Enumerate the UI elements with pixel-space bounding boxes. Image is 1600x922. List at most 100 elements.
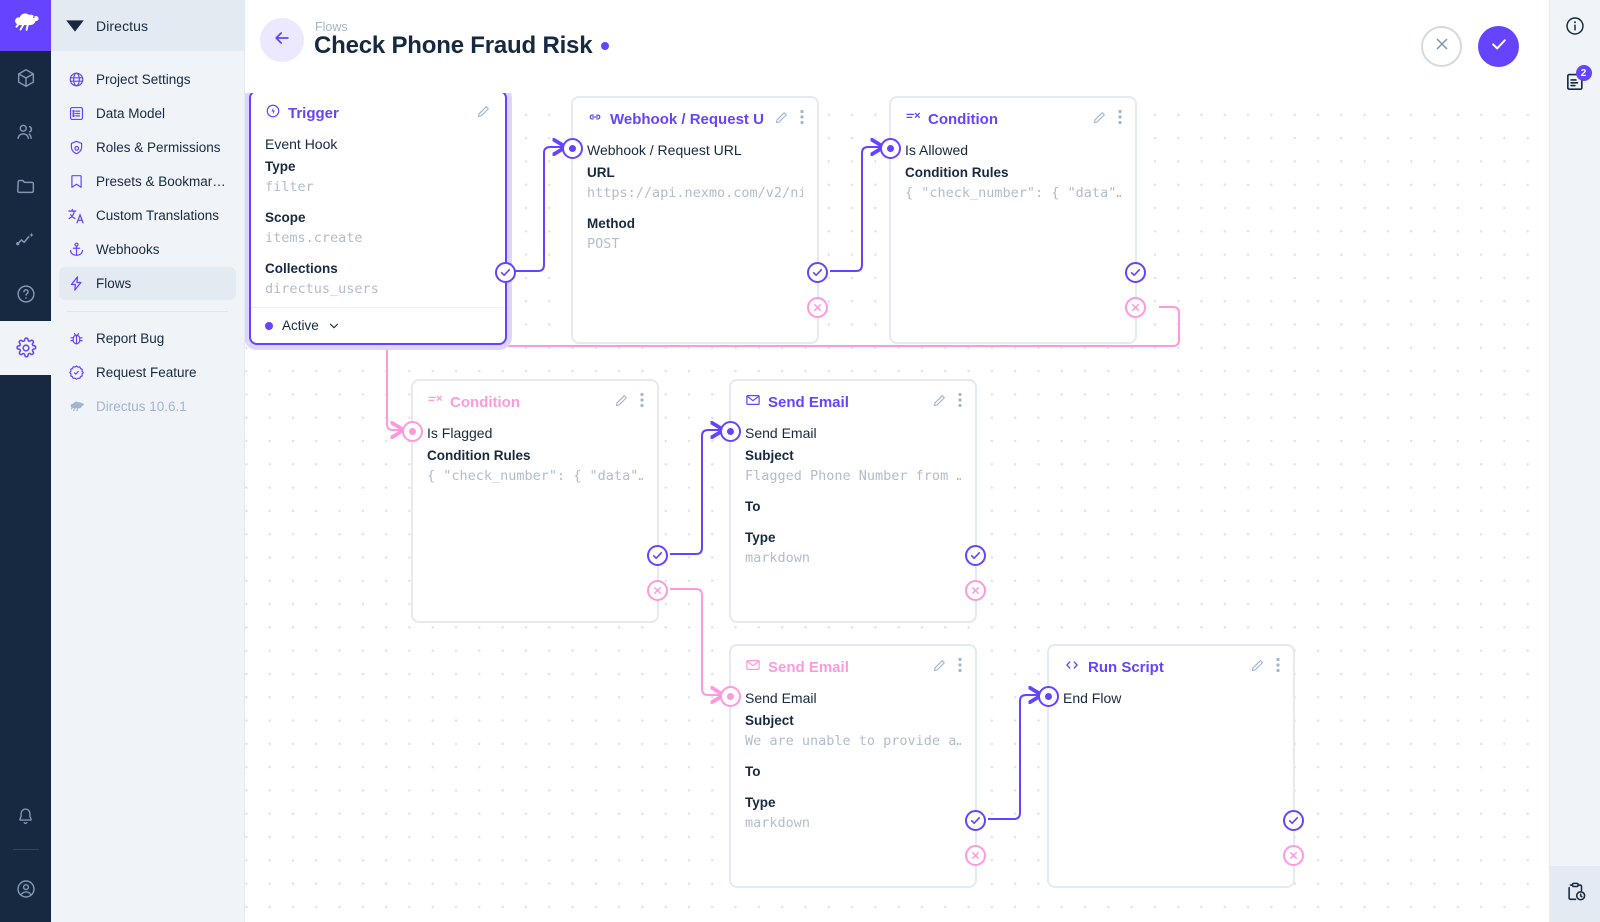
directus-rabbit-logo-icon <box>12 9 40 42</box>
flow-history-button[interactable] <box>1550 866 1600 922</box>
sidebar-item-presets-bookmarks[interactable]: Presets & Bookmar… <box>59 165 236 198</box>
port-reject[interactable] <box>965 845 986 866</box>
shield-account-icon <box>67 139 85 157</box>
sidebar-item-flows[interactable]: Flows <box>59 267 236 300</box>
page-title: Check Phone Fraud Risk <box>314 32 593 59</box>
pencil-icon[interactable] <box>932 657 948 678</box>
sidebar-item-project-settings[interactable]: Project Settings <box>59 63 236 96</box>
flow-node-condition-is-allowed[interactable]: Condition Is Allowed Condition Rules { "… <box>880 96 1146 344</box>
node-type-title: Trigger <box>265 103 469 123</box>
directus-logo-button[interactable] <box>0 0 51 51</box>
more-vert-icon[interactable] <box>640 392 644 413</box>
node-header-actions <box>1250 657 1280 678</box>
settings-nav-list: Project Settings Data Model Roles & Perm… <box>51 51 244 423</box>
sidebar-item-roles-permissions[interactable]: Roles & Permissions <box>59 131 236 164</box>
port-success[interactable] <box>1283 810 1304 831</box>
port-input[interactable] <box>562 138 583 159</box>
node-operation-name: Send Email <box>745 690 817 706</box>
save-button[interactable] <box>1478 26 1519 67</box>
node-field-value: markdown <box>745 550 811 566</box>
node-header-actions <box>476 103 492 124</box>
logs-badge-count: 2 <box>1575 65 1592 81</box>
flow-logs-button[interactable]: 2 <box>1550 56 1600 112</box>
pencil-icon[interactable] <box>614 392 630 413</box>
node-header: Run Script <box>1049 646 1293 688</box>
pencil-icon[interactable] <box>476 103 492 124</box>
notifications-button[interactable] <box>0 789 51 843</box>
node-field-value: We are unable to provide a… <box>745 733 961 749</box>
node-header: Send Email <box>731 381 975 423</box>
info-button[interactable] <box>1550 0 1600 56</box>
port-reject[interactable] <box>1283 845 1304 866</box>
breadcrumb[interactable]: Flows <box>315 20 348 34</box>
node-operation-name: Is Flagged <box>427 425 493 441</box>
port-reject[interactable] <box>1125 297 1146 318</box>
port-success[interactable] <box>807 262 828 283</box>
pencil-icon[interactable] <box>1092 109 1108 130</box>
flow-node-condition-is-flagged[interactable]: Condition Is Flagged Condition Rules { "… <box>402 379 668 623</box>
more-vert-icon[interactable] <box>958 657 962 678</box>
node-field-label: To <box>745 499 761 514</box>
flow-node-send-email-unable[interactable]: Send Email Send Email Subject We are una… <box>720 644 986 888</box>
anchor-icon <box>67 241 85 259</box>
port-success[interactable] <box>647 545 668 566</box>
bell-icon <box>15 806 36 827</box>
node-field-label: Method <box>587 216 635 231</box>
sidebar-item-data-model[interactable]: Data Model <box>59 97 236 130</box>
port-input[interactable] <box>720 421 741 442</box>
flow-node-trigger[interactable]: Trigger Event Hook Type filter Scope ite… <box>249 90 516 345</box>
more-vert-icon[interactable] <box>800 109 804 130</box>
port-input[interactable] <box>720 686 741 707</box>
pencil-icon[interactable] <box>774 109 790 130</box>
more-vert-icon[interactable] <box>1118 109 1122 130</box>
flow-node-run-script[interactable]: Run Script End Flow <box>1038 644 1304 888</box>
module-files[interactable] <box>0 159 51 213</box>
sidebar-item-request-feature[interactable]: Request Feature <box>59 356 236 389</box>
flow-node-webhook[interactable]: Webhook / Request U Webhook / Request UR… <box>562 96 828 344</box>
node-header: Webhook / Request U <box>573 98 817 140</box>
port-reject[interactable] <box>647 580 668 601</box>
cancel-button[interactable] <box>1421 26 1462 67</box>
pencil-icon[interactable] <box>1250 657 1266 678</box>
more-vert-icon[interactable] <box>958 392 962 413</box>
project-name: Directus <box>96 17 149 34</box>
module-settings[interactable] <box>0 321 51 375</box>
port-success[interactable] <box>965 545 986 566</box>
port-success[interactable] <box>1125 262 1146 283</box>
port-success[interactable] <box>495 262 516 283</box>
pencil-icon[interactable] <box>932 392 948 413</box>
sidebar-divider <box>67 311 228 312</box>
back-button[interactable] <box>260 18 304 62</box>
port-input[interactable] <box>880 138 901 159</box>
module-help[interactable] <box>0 267 51 321</box>
sidebar-item-report-bug[interactable]: Report Bug <box>59 322 236 355</box>
sidebar-item-label: Data Model <box>96 106 166 121</box>
port-reject[interactable] <box>807 297 828 318</box>
module-users[interactable] <box>0 105 51 159</box>
port-success[interactable] <box>965 810 986 831</box>
node-header-actions <box>932 392 962 413</box>
status-label: Active <box>282 318 319 333</box>
sidebar-item-label: Directus 10.6.1 <box>96 399 187 414</box>
port-reject[interactable] <box>965 580 986 601</box>
project-header[interactable]: Directus <box>51 0 244 51</box>
flow-status-toggle[interactable]: Active <box>251 307 505 343</box>
sidebar-item-custom-translations[interactable]: Custom Translations <box>59 199 236 232</box>
account-button[interactable] <box>0 856 51 922</box>
node-field-label: Type <box>745 795 776 810</box>
sidebar-item-webhooks[interactable]: Webhooks <box>59 233 236 266</box>
more-vert-icon[interactable] <box>1276 657 1280 678</box>
node-operation-name: Webhook / Request URL <box>587 142 742 158</box>
module-insights[interactable] <box>0 213 51 267</box>
node-field-label: Subject <box>745 448 794 463</box>
node-header: Condition <box>891 98 1135 140</box>
module-content[interactable] <box>0 51 51 105</box>
port-input[interactable] <box>402 421 423 442</box>
people-icon <box>15 121 37 143</box>
port-input[interactable] <box>1038 686 1059 707</box>
node-field-value: https://api.nexmo.com/v2/ni <box>587 185 803 201</box>
gear-icon <box>15 337 37 359</box>
node-type-title: Send Email <box>745 657 925 677</box>
info-circle-icon <box>1564 15 1586 42</box>
flow-node-send-email-flagged[interactable]: Send Email Send Email Subject Flagged Ph… <box>720 379 986 623</box>
